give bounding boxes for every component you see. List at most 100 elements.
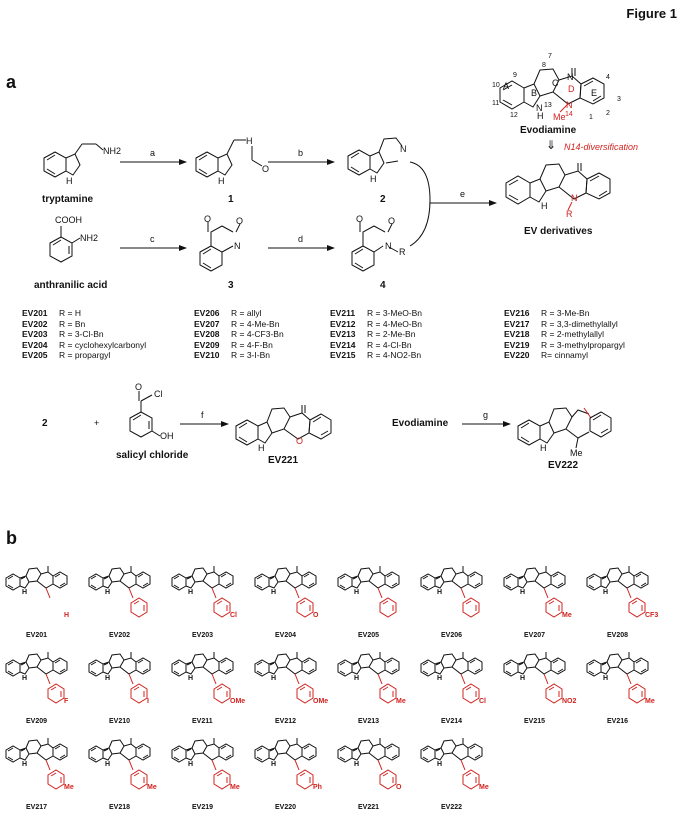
grid-compound-label: EV210 [109, 718, 131, 725]
compound-skeleton [586, 565, 649, 591]
grid-compound-label: EV221 [358, 804, 380, 811]
step-c: c [150, 234, 155, 244]
evo-me: Me [553, 112, 566, 122]
diversification-arrow: ⇓ [546, 138, 557, 152]
grid-compound-label: EV219 [192, 804, 214, 811]
compound-id: EV219 [504, 339, 530, 350]
substituent-ring [379, 683, 397, 704]
grid-nh: H [188, 589, 194, 596]
compound-1-structure [195, 139, 263, 178]
grid-compound-label: EV202 [109, 632, 131, 639]
evodiamine-structure [499, 68, 605, 113]
grid-nh: H [437, 675, 443, 682]
substituent-bond [45, 673, 51, 685]
grid-nh: H [105, 761, 111, 768]
grid-nh: H [354, 761, 360, 768]
grid-nh: H [271, 761, 277, 768]
c3-o1: O [204, 214, 212, 224]
substituent-label: I [147, 698, 149, 705]
atom-1: 1 [589, 114, 593, 121]
step-d: d [298, 234, 304, 244]
substituent-bond [543, 673, 549, 685]
compound-id: EV220 [504, 350, 530, 360]
substituent-bond [626, 673, 632, 685]
substituent-bond [45, 759, 51, 771]
substituent-bond [211, 587, 217, 599]
substituent-bond [211, 759, 217, 771]
compound-skeleton [88, 565, 151, 591]
substituent-label: Me [562, 612, 572, 619]
r-group: R = H [59, 308, 81, 318]
substituent-ring [545, 597, 563, 618]
compound-id: EV216 [504, 308, 530, 318]
r-list-entry: EV220 R= cinnamyl [504, 350, 625, 361]
tryptamine-nh: H [66, 176, 73, 186]
compound-skeleton [254, 565, 317, 591]
ev222-label: EV222 [548, 460, 579, 471]
grid-compound-label: EV216 [607, 718, 629, 725]
r-group: R = 3-methylpropargyl [541, 339, 625, 350]
atom-8: 8 [542, 62, 546, 69]
compound-skeleton [337, 565, 400, 591]
grid-nh: H [271, 675, 277, 682]
compound-skeleton [88, 737, 151, 763]
figure-title: Figure 1 [626, 6, 677, 21]
compound-id: EV210 [194, 350, 220, 360]
grid-compound-label: EV218 [109, 804, 131, 811]
r-group: R = 3-MeO-Bn [367, 308, 423, 318]
r-group: R= cinnamyl [541, 350, 589, 360]
compound-skeleton [586, 651, 649, 677]
substituent-bond [294, 673, 300, 685]
r-group: R = 3-Cl-Bn [59, 329, 104, 339]
substituent-bond [211, 673, 217, 685]
substituent-ring [545, 683, 563, 704]
salicyl-chloride-structure [129, 391, 161, 438]
atom-11: 11 [492, 100, 500, 107]
step-a: a [150, 148, 156, 158]
compound-id: EV214 [330, 339, 356, 350]
substituent-ring [47, 683, 65, 704]
grid-compound-label: EV211 [192, 718, 213, 725]
substituent-bond [460, 759, 466, 771]
panel-a-label: a [6, 72, 17, 92]
substituent-ring [47, 769, 65, 790]
substituent-label: Ph [313, 784, 322, 791]
grid-compound-label: EV213 [358, 718, 380, 725]
ring-C: C [552, 78, 559, 88]
substituent-ring [130, 597, 148, 618]
anthranilic-nh2: NH2 [80, 233, 99, 243]
substituent-bond [377, 673, 383, 685]
grid-nh: H [105, 589, 111, 596]
substituent-ring [628, 597, 646, 618]
compound-3-label: 3 [228, 280, 234, 291]
grid-compound-label: EV215 [524, 718, 546, 725]
grid-compound-label: EV214 [441, 718, 463, 725]
compound-skeleton [254, 651, 317, 677]
ring-A: A [503, 81, 510, 91]
substituent-ring [213, 597, 231, 618]
atom-10: 10 [492, 82, 500, 89]
tryptamine-structure [43, 143, 104, 178]
r-group: R = 4-F-Bn [231, 339, 273, 350]
compound-skeleton [503, 565, 566, 591]
substituent-ring [130, 683, 148, 704]
substituent-bond [377, 587, 383, 599]
r-group: R = cyclohexylcarbonyl [59, 339, 147, 350]
substituent-bond [294, 587, 300, 599]
ev222-structure [517, 407, 612, 449]
substituent-ring [296, 597, 314, 618]
grid-compound-label: EV220 [275, 804, 297, 811]
substituent-bond [128, 587, 134, 599]
compound-2-label: 2 [380, 194, 386, 205]
anthranilic-acid-name: anthranilic acid [34, 280, 108, 291]
